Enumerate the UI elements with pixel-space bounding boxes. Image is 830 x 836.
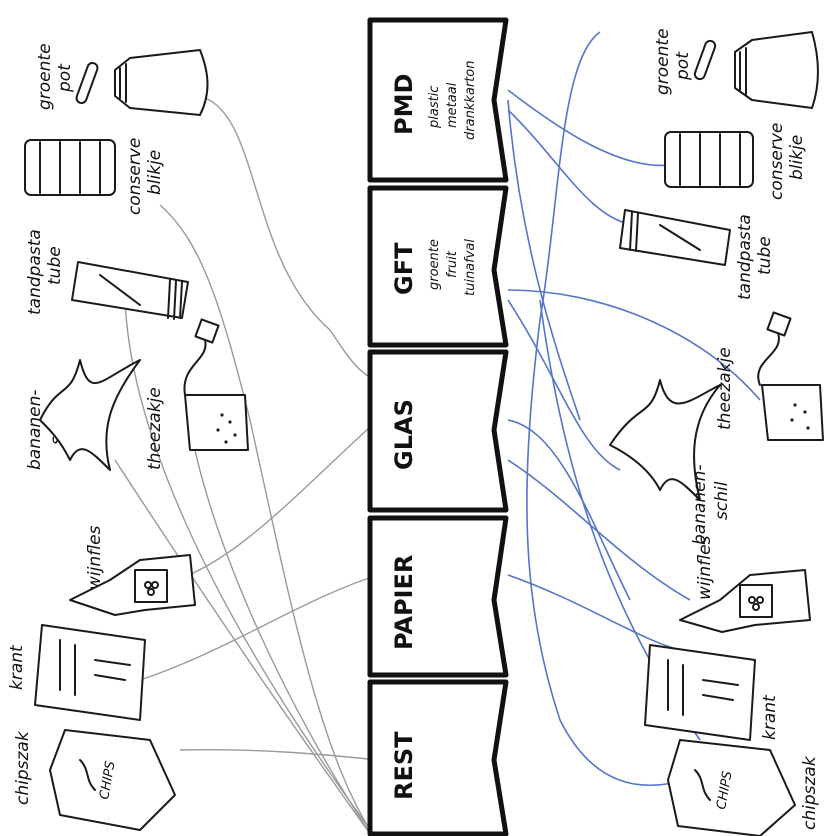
left-chipszak: chipszak CHIPS	[13, 729, 176, 831]
svg-text:bananen-: bananen-	[25, 389, 45, 470]
left-krant: krant	[7, 624, 146, 721]
svg-text:theezakje: theezakje	[145, 387, 165, 470]
line-left-wijnfles	[174, 419, 379, 581]
svg-text:schil: schil	[712, 481, 732, 520]
line-left-chipszak	[179, 748, 379, 761]
left-groente-pot: groente pot	[35, 43, 209, 116]
jar-icon	[114, 49, 209, 116]
bin-papier-title: PAPIER	[390, 555, 418, 650]
line-right-glas2	[507, 459, 691, 601]
right-chipszak: CHIPS chipszak	[667, 739, 820, 836]
toothpaste-tube-icon	[619, 209, 731, 266]
jar-lid-icon	[693, 39, 717, 81]
svg-text:groente: groente	[35, 43, 55, 110]
bin-pmd: PMD plastic metaal drankkarton	[367, 17, 509, 183]
bin-glas-title: GLAS	[390, 399, 418, 470]
tea-bag-icon	[184, 394, 249, 451]
svg-text:tube: tube	[45, 246, 65, 285]
left-tandpasta-tube: tandpasta tube	[25, 229, 189, 320]
line-right-theezakje	[507, 289, 761, 401]
svg-text:CHIPS: CHIPS	[714, 770, 736, 811]
svg-text:groente: groente	[427, 239, 442, 290]
banana-peel-icon	[39, 359, 141, 471]
right-theezakje: theezakje	[715, 311, 824, 441]
right-krant: krant	[644, 644, 780, 741]
bin-gft: GFT groente fruit tuinafval	[367, 185, 509, 348]
line-right-banaan	[507, 299, 621, 471]
svg-text:tandpasta: tandpasta	[735, 214, 755, 300]
line-right-tandpasta	[507, 109, 636, 226]
newspaper-icon	[34, 624, 146, 721]
svg-text:blikje: blikje	[145, 150, 165, 195]
svg-text:plastic: plastic	[427, 86, 442, 129]
jar-lid-icon	[75, 61, 99, 105]
right-conserve-blikje: conserve blikje	[664, 123, 807, 200]
left-conserve-blikje: conserve blikje	[24, 138, 165, 215]
svg-text:metaal: metaal	[445, 82, 460, 128]
svg-text:wijnfles: wijnfles	[85, 525, 105, 590]
right-tandpasta-tube: tandpasta tube	[619, 209, 775, 300]
tea-tag-icon	[194, 318, 220, 344]
bin-gft-title: GFT	[390, 242, 418, 295]
svg-text:bananen-: bananen-	[690, 464, 710, 545]
svg-text:chipszak: chipszak	[13, 730, 33, 805]
line-left-bananenschil	[114, 459, 373, 836]
svg-text:CHIPS: CHIPS	[97, 760, 119, 801]
bin-rest: REST	[367, 679, 509, 836]
line-left-theezakje	[184, 394, 373, 836]
right-bananenschil: bananen- schil	[609, 379, 732, 545]
svg-text:drankkarton: drankkarton	[463, 61, 478, 140]
toothpaste-tube-icon	[71, 261, 189, 319]
bin-glas: GLAS	[367, 349, 509, 513]
right-wijnfles: wijnfles	[679, 535, 811, 633]
jar-icon	[734, 31, 819, 109]
svg-text:tube: tube	[755, 236, 775, 275]
tin-can-icon	[24, 139, 116, 196]
tea-bag-icon	[761, 384, 824, 441]
chips-bag-icon	[667, 739, 796, 836]
svg-text:wijnfles: wijnfles	[695, 535, 715, 600]
line-right-papier	[507, 574, 681, 651]
left-bananenschil: bananen- schil	[25, 359, 141, 471]
svg-text:conserve: conserve	[767, 123, 787, 200]
line-left-groente-pot	[204, 97, 381, 383]
right-groente-pot: groente pot	[653, 28, 819, 109]
svg-text:pot: pot	[673, 51, 693, 81]
line-left-krant	[139, 574, 379, 681]
bin-rest-title: REST	[390, 731, 418, 800]
chips-bag-icon	[49, 729, 176, 831]
svg-text:tandpasta: tandpasta	[25, 229, 45, 315]
svg-text:pot: pot	[55, 63, 75, 93]
left-theezakje: theezakje	[145, 318, 249, 470]
tin-can-icon	[664, 131, 754, 188]
svg-text:tuinafval: tuinafval	[463, 239, 478, 296]
tea-tag-icon	[766, 311, 792, 337]
line-right-groente-pot	[526, 31, 701, 787]
svg-text:krant: krant	[760, 694, 780, 740]
line-right-pmd-krant	[507, 99, 581, 421]
line-right-glas	[507, 419, 631, 601]
bin-papier: PAPIER	[367, 515, 509, 678]
svg-text:chipszak: chipszak	[800, 755, 820, 830]
right-connections	[507, 31, 761, 787]
banana-peel-icon	[609, 379, 721, 501]
newspaper-icon	[644, 644, 756, 741]
svg-text:conserve: conserve	[125, 138, 145, 215]
svg-text:theezakje: theezakje	[715, 347, 735, 430]
left-wijnfles: wijnfles	[69, 525, 196, 616]
bin-pmd-title: PMD	[390, 74, 418, 135]
svg-text:blikje: blikje	[787, 135, 807, 180]
line-right-conserve	[507, 89, 671, 167]
line-left-tandpasta	[124, 299, 376, 836]
svg-text:groente: groente	[653, 28, 673, 95]
line-left-conserve-blikje	[159, 204, 375, 836]
svg-text:fruit: fruit	[445, 250, 460, 278]
svg-text:krant: krant	[7, 644, 27, 690]
